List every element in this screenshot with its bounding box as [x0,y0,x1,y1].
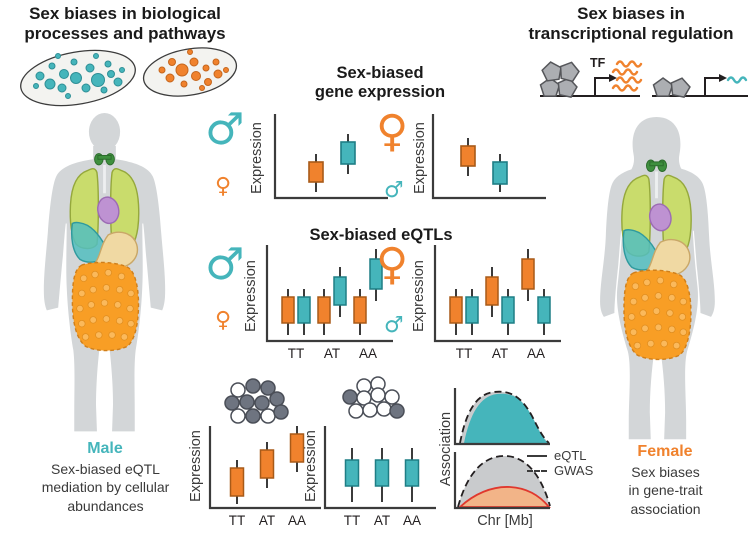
boxplot-female-biased-expression [431,114,546,200]
gene-expression-title: Sex-biased gene expression [305,64,455,102]
male-silhouette [43,112,166,432]
association-plot-colocalizing [453,388,550,446]
right-panel-title-line1: Sex biases in [577,4,685,23]
nucleosome-icon-2 [652,77,691,98]
transcript-wave-teal-icon [726,76,748,84]
male-caption-line3: abundances [67,497,144,514]
gene-expression-title-line1: Sex-biased [336,64,424,82]
female-symbol-icon-2: ♀ [376,106,409,157]
female-pathway-dots [158,49,229,91]
genotype-label: TT [344,513,361,528]
genotype-label: AT [374,513,390,528]
boxplot-male-specific-eqtl: TT AT AA [265,245,393,361]
right-panel-title: Sex biases in transcriptional regulation [512,4,750,44]
cell-cluster-dark-dominant [224,378,289,424]
cell-cluster-light-dominant [342,376,405,419]
female-silhouette [600,116,715,440]
thyroid-icon-2 [645,159,668,172]
boxplot-mediation-dark-cells: TT AT AA [208,426,321,528]
nucleosome-icon [539,61,580,98]
genotype-label: AA [403,513,421,528]
promoter-arrow-icon-2 [704,77,719,96]
tf-label: TF [590,56,606,70]
legend-gwas: GWAS [527,463,593,478]
promoter-arrowhead-2 [719,74,727,82]
genotype-label: TT [288,346,305,361]
male-symbol-icon-2: ♂ [384,178,404,203]
organs [69,153,140,352]
eqtl-curve-teal [464,393,548,443]
male-pathway-dots [33,53,125,99]
male-caption: Sex-biased eQTL mediation by cellular ab… [18,460,193,515]
female-symbol-icon-4: ♀ [376,239,409,290]
female-symbol-icon-3: ♀ [215,308,232,333]
expression-axis-label-5: Expression [188,430,204,502]
left-panel-title-line2: processes and pathways [24,24,226,44]
female-caption-line1: Sex biases [631,464,700,480]
intestines-icon [71,261,140,352]
left-panel-title-line1: Sex biases in biological [29,4,221,23]
eqtl-curve-red [457,486,551,508]
association-legend: eQTL GWAS [527,448,593,478]
heart-icon [97,196,120,225]
genotype-label: AT [324,346,340,361]
gwas-curve-dashed [459,390,550,444]
thyroid-icon [94,153,115,166]
boxplot-male-biased-expression [273,114,388,200]
eqtl-title: Sex-biased eQTLs [309,226,453,244]
genotype-label: AT [259,513,275,528]
expression-axis-label-4: Expression [411,260,427,332]
genotype-label: TT [229,513,246,528]
pathway-ellipses [20,47,238,107]
promoter-arrowhead [609,74,617,82]
male-symbol-icon-3: ♂ [205,239,245,290]
legend-eqtl: eQTL [527,448,593,463]
organs-female [621,159,692,361]
legend-eqtl-label: eQTL [554,448,587,463]
gwas-curve-dashed-2 [457,455,551,508]
solid-line-icon [527,454,547,457]
female-caption-line3: association [630,500,701,517]
female-label: Female [637,443,693,460]
male-caption-line2: mediation by cellular [41,479,170,496]
expression-axis-label: Expression [249,122,265,194]
genotype-label: AT [492,346,508,361]
male-label: Male [87,440,123,457]
expression-axis-label-6: Expression [303,430,319,502]
dashed-line-icon [527,469,547,472]
boxplot-female-specific-eqtl: TT AT AA [433,245,561,361]
female-symbol-icon: ♀ [215,174,232,199]
female-caption-line2: in gene-trait [628,482,703,499]
genotype-label: AA [527,346,545,361]
boxplot-mediation-light-cells: TT AT AA [323,426,436,528]
genotype-label: AA [359,346,377,361]
promoter-arrow-icon [594,77,609,96]
association-plot-non-colocalizing [453,452,551,510]
male-caption-line1: Sex-biased eQTL [51,461,160,477]
genotype-label: TT [456,346,473,361]
intestines-icon-2 [623,269,692,361]
heart-icon-2 [648,203,672,232]
transcript-waves-orange-icon [611,60,643,92]
female-caption: Sex biases in gene-trait association [598,463,733,518]
male-symbol-icon-4: ♂ [384,313,404,338]
tf-diagram: TF [539,56,748,98]
genotype-label: AA [288,513,306,528]
expression-axis-label-3: Expression [243,260,259,332]
male-symbol-icon: ♂ [205,104,245,155]
gene-expression-title-line2: gene expression [314,82,446,101]
legend-gwas-label: GWAS [554,463,594,478]
left-panel-title: Sex biases in biological processes and p… [4,4,246,44]
chr-axis-label: Chr [Mb] [477,513,533,529]
right-panel-title-line2: transcriptional regulation [528,24,734,44]
